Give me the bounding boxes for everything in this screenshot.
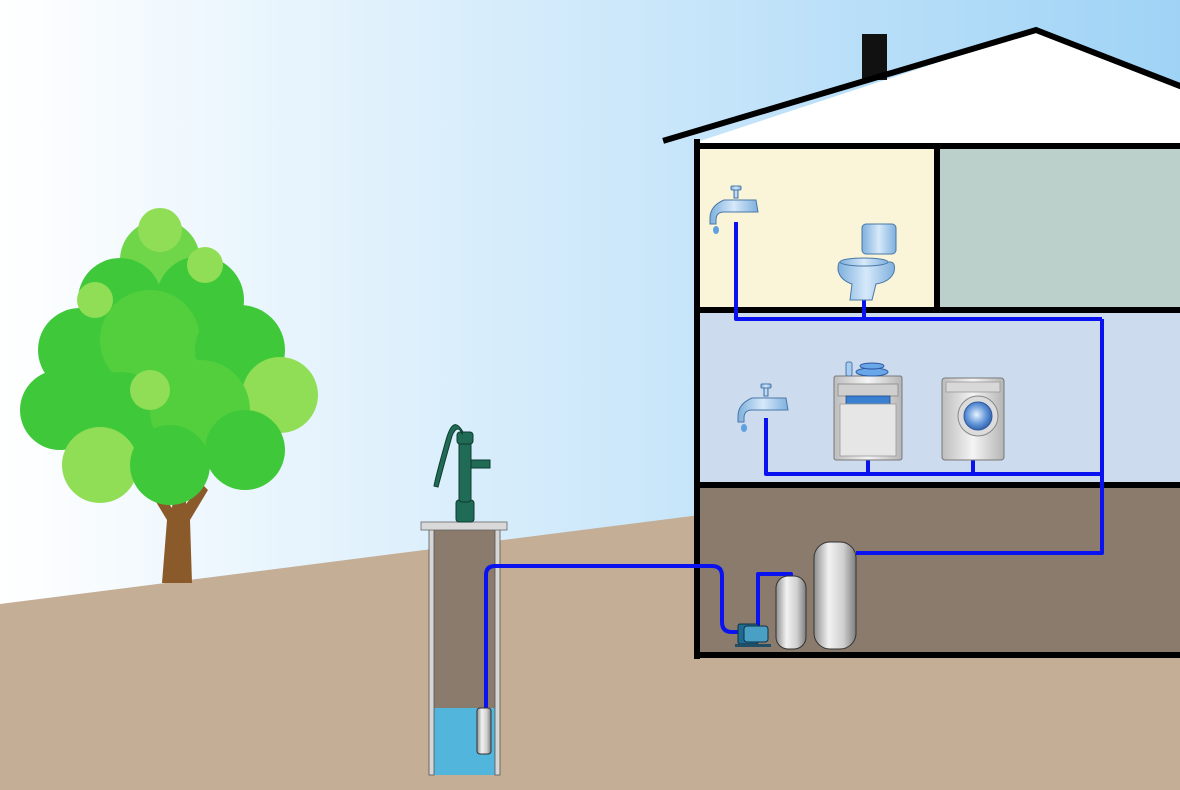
water-pipes <box>484 222 1104 712</box>
tree-foliage <box>20 208 318 505</box>
room-upper-right <box>937 146 1180 310</box>
hand-pump-icon <box>433 424 491 523</box>
tap-icon <box>709 185 759 234</box>
dishwasher-icon <box>833 361 903 461</box>
well-casing-left <box>428 528 435 776</box>
attic <box>697 30 1180 146</box>
tank-supply-riser <box>856 319 1104 555</box>
well-cap <box>420 521 508 531</box>
upper-floor-pipe <box>734 222 1102 321</box>
submersible-pump-icon <box>476 707 492 755</box>
room-basement <box>697 485 1180 655</box>
booster-pump-icon <box>735 623 771 647</box>
filter-tank-icon <box>775 575 807 650</box>
toilet-icon <box>837 223 897 301</box>
well <box>420 521 508 776</box>
tap-icon <box>737 383 789 432</box>
pressure-tank-icon <box>813 541 857 650</box>
washing-machine-icon <box>941 377 1005 461</box>
chimney-icon <box>862 34 887 80</box>
ground-floor-pipe <box>764 418 1102 476</box>
roof-outline <box>662 26 1180 144</box>
room-upper-left <box>697 146 937 310</box>
well-suction-pipe <box>484 564 740 712</box>
tree-icon <box>20 208 318 583</box>
